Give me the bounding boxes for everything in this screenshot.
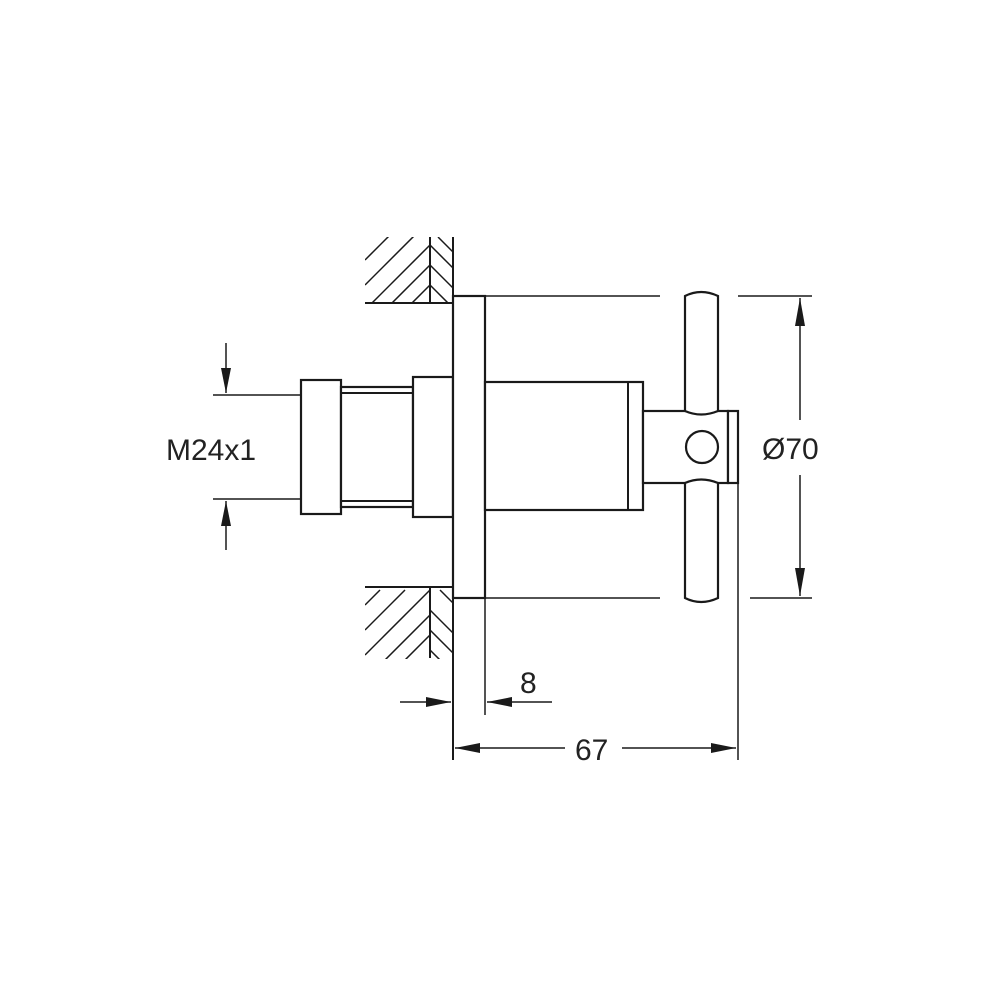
rosette-thickness-label: 8: [520, 667, 537, 700]
valve-body: [483, 380, 645, 512]
handle-diameter-label: Ø70: [762, 433, 819, 466]
wall-section-top: [365, 237, 454, 304]
wall-section-bottom: [365, 586, 453, 659]
cross-handle: [683, 290, 720, 604]
rosette-plate: [451, 294, 487, 600]
projection-label: 67: [575, 734, 608, 767]
dimension-projection: 67: [455, 411, 739, 767]
dimension-thread: M24x1: [166, 343, 301, 550]
thread-fitting: [299, 375, 455, 519]
thread-label: M24x1: [166, 434, 256, 467]
dimension-rosette-thickness: 8: [400, 598, 552, 715]
dimension-handle-diameter: Ø70: [762, 298, 819, 596]
